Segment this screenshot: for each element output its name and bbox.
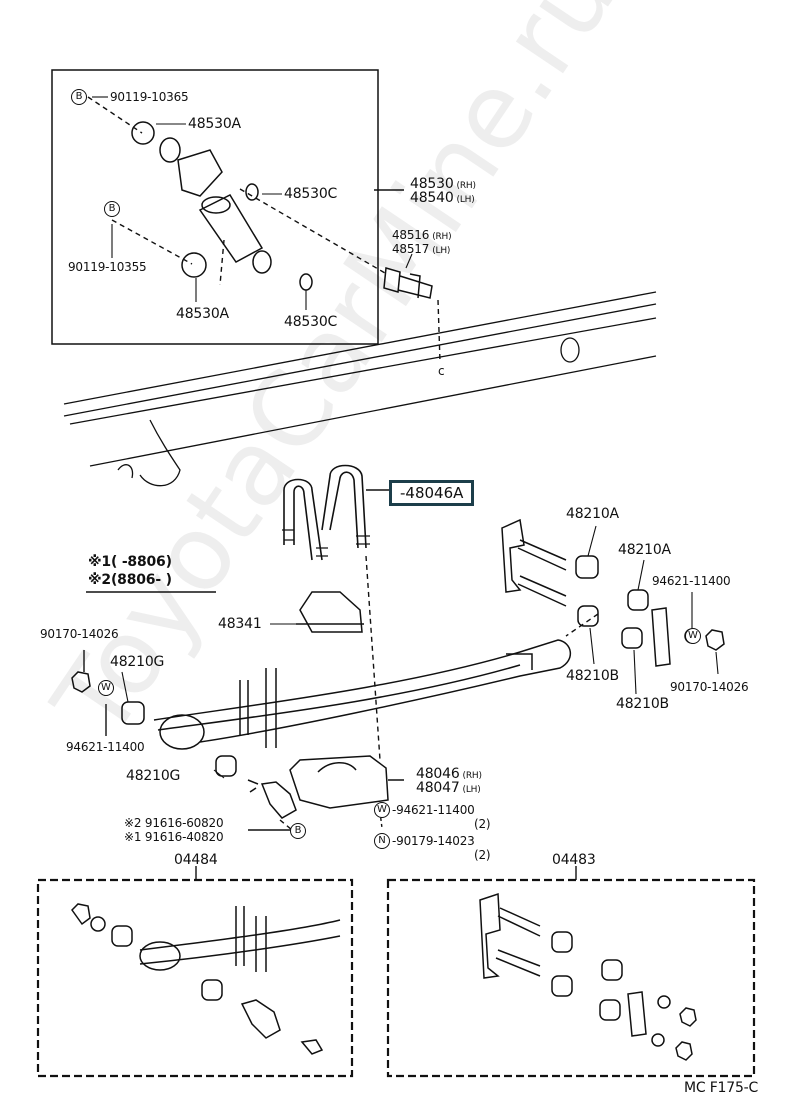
- label-48530a-bottom: 48530A: [176, 306, 229, 322]
- label-qty-w: (2): [474, 817, 491, 831]
- spring-seat: [289, 755, 404, 809]
- w-symbol-left: W: [98, 680, 114, 696]
- label-94621-11400-right: 94621-11400: [652, 574, 731, 588]
- shock-stud: [383, 267, 433, 299]
- label-48530c-bottom: 48530C: [284, 314, 338, 330]
- label-c-marker: c: [438, 364, 445, 378]
- left-parts: [71, 671, 297, 819]
- label-91616-60820: ※2 91616-60820: [124, 816, 224, 830]
- kit-box-left: [36, 878, 354, 1078]
- note-underline: [86, 591, 216, 593]
- label-48516: 48516(RH): [392, 228, 452, 242]
- label-kit-04483: 04483: [552, 852, 596, 868]
- b-symbol-left: B: [104, 201, 120, 217]
- label-48530: 48530(RH): [410, 176, 476, 192]
- spring-pad: [296, 591, 364, 633]
- label-48341: 48341: [218, 616, 262, 632]
- shock-absorber: [131, 121, 313, 291]
- figure-code: MC F175-C: [684, 1080, 759, 1096]
- label-48210b-2: 48210B: [616, 696, 669, 712]
- label-48210g-2: 48210G: [126, 768, 181, 784]
- w-symbol-right: W: [685, 628, 701, 644]
- b-symbol-top: B: [71, 89, 87, 105]
- label-48210a-2: 48210A: [618, 542, 671, 558]
- label-48047: 48047(LH): [416, 780, 481, 796]
- label-48046a-highlight: -48046A: [389, 480, 475, 506]
- leaf-spring: [153, 639, 571, 750]
- label-48517: 48517(LH): [392, 242, 451, 256]
- label-48530a-top: 48530A: [188, 116, 241, 132]
- kit-right-parts: [479, 892, 697, 1061]
- w-symbol-seat: W: [374, 802, 390, 818]
- shackle-bracket: [501, 518, 725, 667]
- frame-rail: [63, 291, 657, 487]
- label-48210a-1: 48210A: [566, 506, 619, 522]
- label-94621-11400-seat: -94621-11400: [392, 803, 475, 817]
- kit-left-parts: [71, 903, 341, 1055]
- label-48530c-top: 48530C: [284, 186, 338, 202]
- label-91616-40820: ※1 91616-40820: [124, 830, 224, 844]
- label-kit-04484: 04484: [174, 852, 218, 868]
- n-symbol-seat: N: [374, 833, 390, 849]
- label-48540: 48540(LH): [410, 190, 475, 206]
- label-48046: 48046(RH): [416, 766, 482, 782]
- kit-box-right: [386, 878, 756, 1078]
- label-90170-14026-right: 90170-14026: [670, 680, 749, 694]
- label-90119-10365: 90119-10365: [110, 90, 189, 104]
- note-2: ※2(8806- ): [88, 572, 172, 588]
- label-90170-14026-left: 90170-14026: [40, 627, 119, 641]
- label-94621-11400-left: 94621-11400: [66, 740, 145, 754]
- shock-absorber-box: [51, 69, 379, 345]
- label-qty-n: (2): [474, 848, 491, 862]
- u-bolts: [282, 464, 390, 561]
- label-48210g-1: 48210G: [110, 654, 165, 670]
- label-48210b-1: 48210B: [566, 668, 619, 684]
- note-1: ※1( -8806): [88, 554, 172, 570]
- label-90179-14023: -90179-14023: [392, 834, 475, 848]
- label-90119-10355: 90119-10355: [68, 260, 147, 274]
- b-symbol-bolt: B: [290, 823, 306, 839]
